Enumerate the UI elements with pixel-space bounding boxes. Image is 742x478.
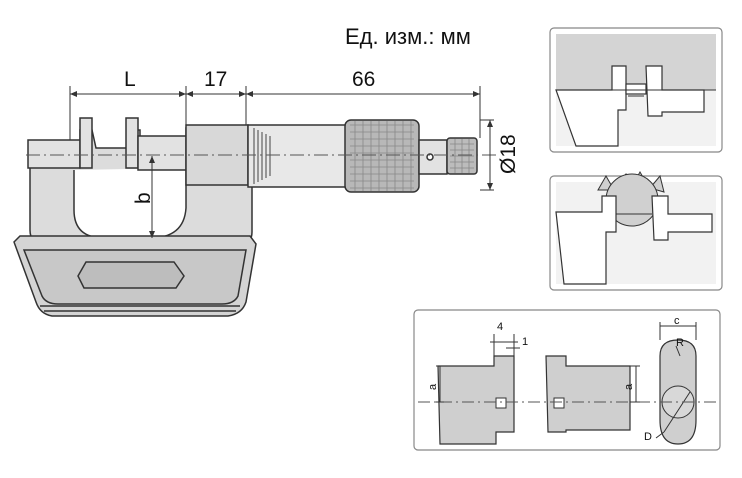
dim-66: 66 xyxy=(352,68,375,91)
detail-a-left: a xyxy=(427,383,439,390)
detail-R: R xyxy=(676,337,684,349)
dim-b: b xyxy=(132,192,155,204)
detail-1: 1 xyxy=(522,336,528,348)
dim-diameter: Ø18 xyxy=(497,134,520,174)
units-label: Ед. изм.: мм xyxy=(345,24,471,49)
detail-D: D xyxy=(644,431,652,443)
micrometer-sleeve xyxy=(185,119,478,193)
detail-c: c xyxy=(674,315,680,327)
detail-a-right: a xyxy=(623,383,635,390)
detail-4: 4 xyxy=(497,321,503,333)
dimension-lines xyxy=(69,86,494,238)
panel-measure-gear xyxy=(549,170,723,291)
dim-17: 17 xyxy=(204,68,227,91)
dim-L: L xyxy=(124,68,136,91)
panel-tip-detail: 4 1 a a c R D xyxy=(413,309,721,451)
panel-measure-groove xyxy=(549,27,723,153)
